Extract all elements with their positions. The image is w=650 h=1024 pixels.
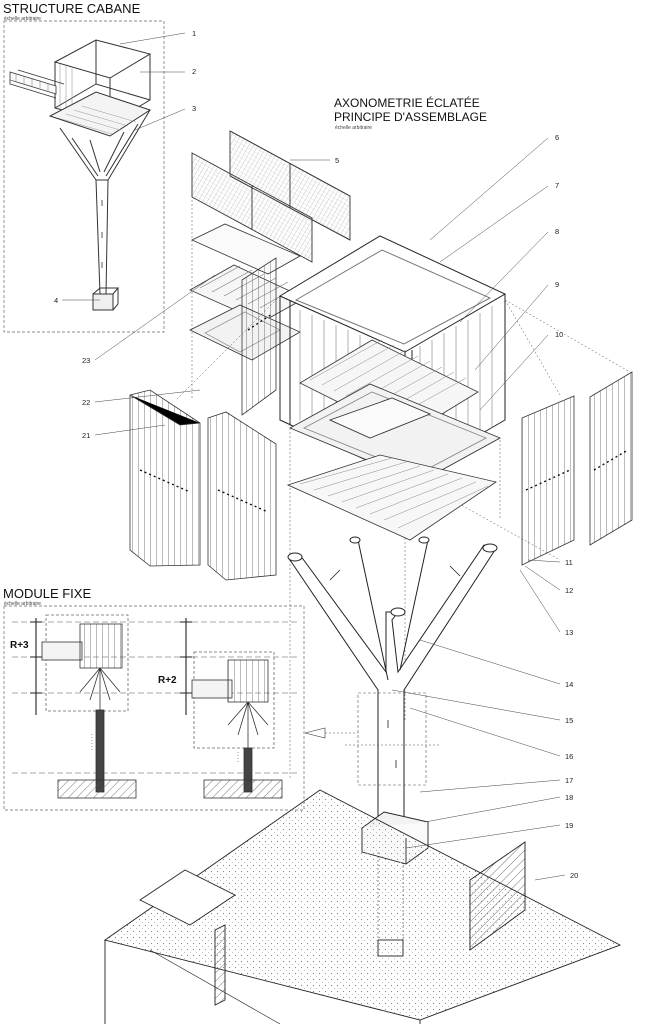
axonometry-title-block: AXONOMETRIE ÉCLATÉE PRINCIPE D'ASSEMBLAG…	[334, 95, 487, 131]
callout-17: 17	[565, 776, 573, 785]
callout-14: 14	[565, 680, 573, 689]
module-frame	[3, 605, 305, 811]
module-scale-note: échelle arbitraire	[4, 601, 41, 607]
callout-10: 10	[555, 330, 563, 339]
building-edge-left	[30, 618, 192, 715]
railing-panels	[191, 130, 351, 263]
callout-22: 22	[82, 398, 90, 407]
mini-cabin	[48, 39, 152, 137]
callout-4: 4	[54, 296, 58, 305]
callout-23: 23	[82, 356, 90, 365]
lower-floor-plate	[286, 454, 497, 541]
mini-tree	[59, 109, 151, 311]
left-wall-panel	[241, 257, 277, 416]
cabin-box	[278, 235, 507, 479]
axo-scale-note: échelle arbitraire	[335, 125, 372, 131]
tree-trunk	[287, 536, 498, 821]
callout-20: 20	[570, 871, 578, 880]
callout-21: 21	[82, 431, 90, 440]
ground-terrain	[103, 789, 622, 1024]
module-fixe-panel: MODULE FIXE échelle arbitraire R+3 R+2	[3, 586, 305, 811]
callout-13: 13	[565, 628, 573, 637]
level-label-left: R+3	[10, 640, 29, 651]
callout-18: 18	[565, 793, 573, 802]
module-left	[41, 614, 137, 799]
structure-cabane-panel: STRUCTURE CABANE échelle arbitraire	[3, 1, 196, 333]
callout-19: 19	[565, 821, 573, 830]
right-wall-panels	[521, 371, 633, 566]
mini-walkway	[9, 69, 65, 99]
structure-scale-note: échelle arbitraire	[4, 16, 41, 22]
callout-9: 9	[555, 280, 559, 289]
callout-15: 15	[565, 716, 573, 725]
callout-5: 5	[335, 156, 339, 165]
callout-11: 11	[565, 558, 573, 567]
detail-box-16	[304, 692, 440, 786]
callout-2: 2	[192, 67, 196, 76]
module-right	[191, 651, 283, 799]
front-left-wall-panels	[129, 389, 277, 581]
axo-title-line2: PRINCIPE D'ASSEMBLAGE	[334, 110, 487, 124]
structure-leaders	[62, 32, 186, 301]
callout-12: 12	[565, 586, 573, 595]
level-label-right: R+2	[158, 675, 177, 686]
callout-3: 3	[192, 104, 196, 113]
axo-title-line1: AXONOMETRIE ÉCLATÉE	[334, 95, 480, 110]
structure-title: STRUCTURE CABANE	[3, 1, 141, 16]
axo-leaders	[94, 137, 566, 881]
callout-7: 7	[555, 181, 559, 190]
structure-frame	[3, 20, 165, 333]
module-title: MODULE FIXE	[3, 586, 91, 601]
callout-6: 6	[555, 133, 559, 142]
callout-16: 16	[565, 752, 573, 761]
callout-1: 1	[192, 29, 196, 38]
callout-8: 8	[555, 227, 559, 236]
